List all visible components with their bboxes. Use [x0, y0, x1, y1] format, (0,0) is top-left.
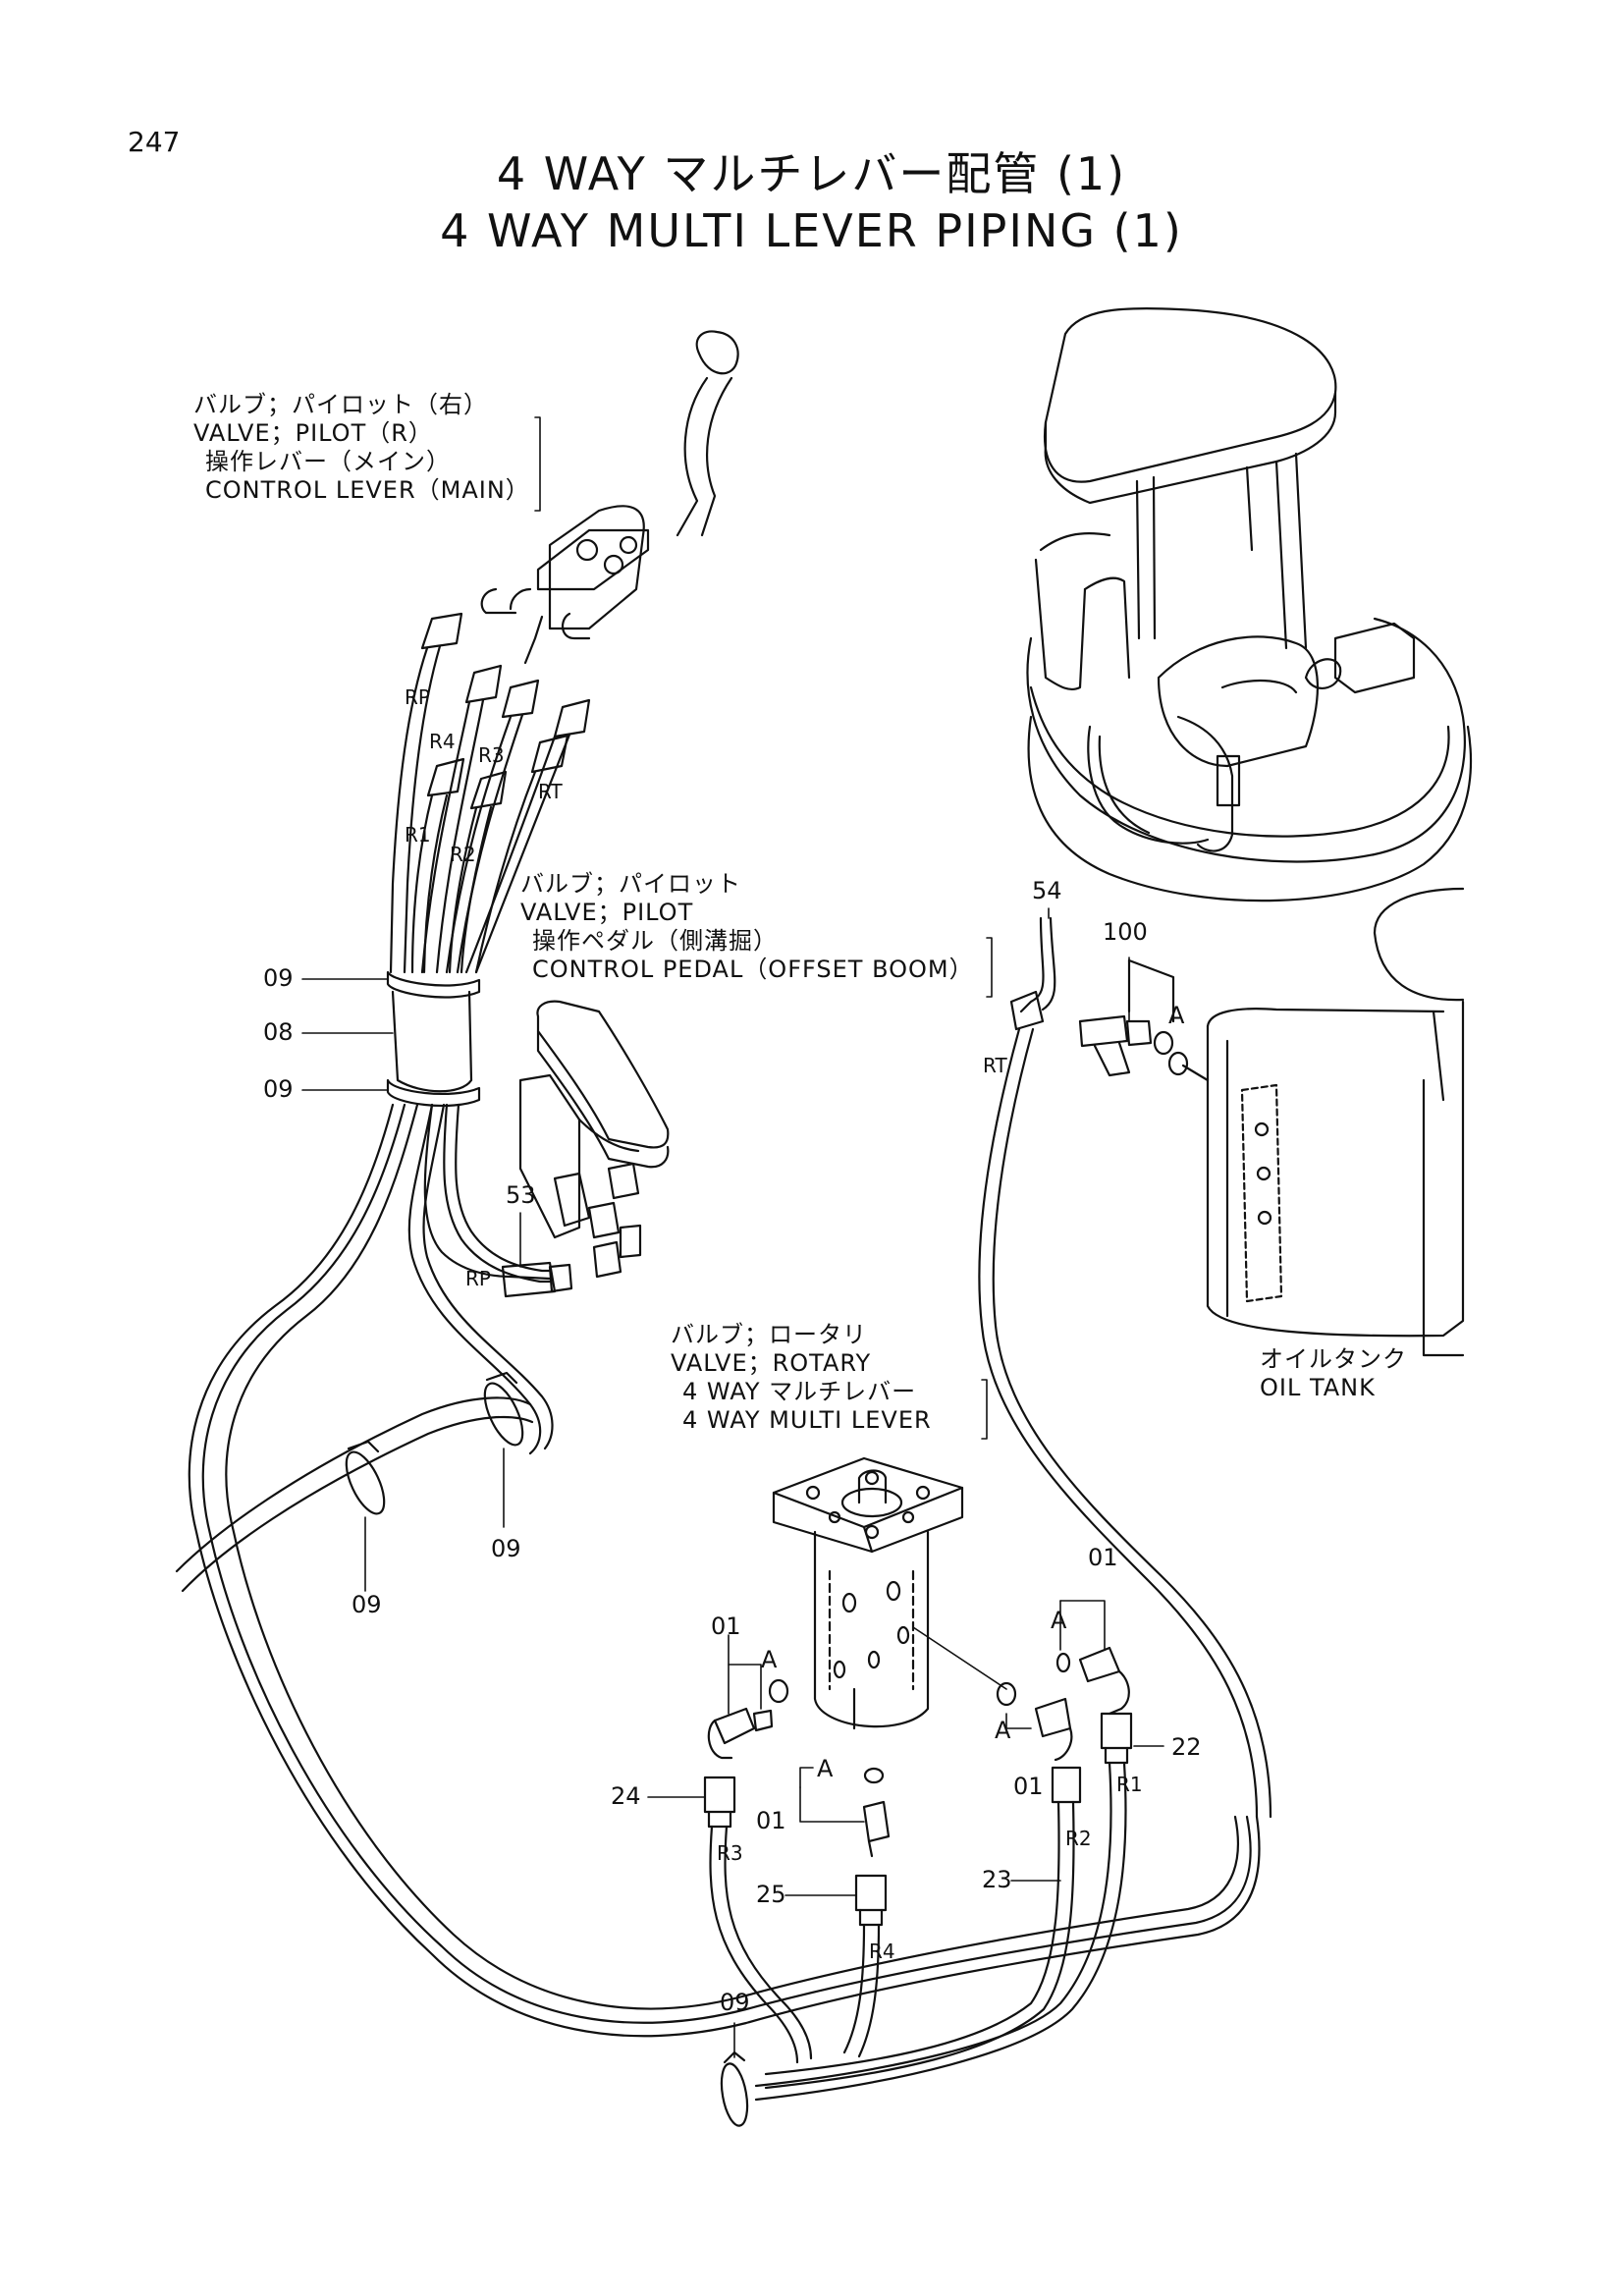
label-rotary-valve: バルブ；ロータリ VALVE；ROTARY 4 WAY マルチレバー 4 WAY…: [671, 1321, 932, 1435]
oil-tank-en: OIL TANK: [1260, 1374, 1376, 1401]
title-japanese: 4 WAY マルチレバー配管 (1): [496, 147, 1127, 200]
port-tag-r2-hose: R2: [1065, 1827, 1092, 1850]
rotary-valve-en: VALVE；ROTARY: [671, 1349, 872, 1377]
control-pedal-illustration: [423, 1000, 670, 1298]
rotary-valve-sub-jp: 4 WAY マルチレバー: [682, 1378, 917, 1405]
label-pilot-valve-pedal: バルブ；パイロット VALVE；PILOT 操作ペダル（側溝掘） CONTROL…: [520, 870, 974, 984]
rt-return-hose: [978, 916, 1272, 1819]
hose-clamps: [175, 1371, 534, 1593]
port-tag-rp-pedal: RP: [465, 1267, 491, 1290]
part-ref-23: 23: [982, 1866, 1012, 1893]
part-ref-a-right-lower: A: [995, 1717, 1011, 1744]
title-block: 4 WAY マルチレバー配管 (1) 4 WAY MULTI LEVER PIP…: [0, 145, 1623, 259]
part-ref-54: 54: [1032, 877, 1062, 904]
part-ref-08: 08: [263, 1018, 294, 1046]
label-oil-tank: オイルタンク OIL TANK: [1260, 1345, 1407, 1402]
part-ref-09-upper: 09: [263, 964, 294, 992]
pilot-valve-right-en: VALVE；PILOT（R）: [193, 419, 433, 447]
pilot-valve-right-sub-jp: 操作レバー（メイン）: [205, 448, 451, 475]
part-ref-a-right: A: [1051, 1607, 1067, 1634]
page-number: 247: [128, 126, 181, 158]
part-ref-09-clamp-left: 09: [352, 1591, 382, 1618]
rotary-valve-sub-en: 4 WAY MULTI LEVER: [682, 1406, 932, 1434]
pilot-valve-pedal-sub-jp: 操作ペダル（側溝掘）: [532, 927, 778, 955]
part-ref-a-tank: A: [1168, 1002, 1185, 1029]
part-ref-09-bottom: 09: [720, 1989, 750, 2016]
part-ref-25: 25: [756, 1881, 786, 1908]
control-lever-illustration: [480, 330, 739, 665]
port-tag-r3-hose: R3: [717, 1841, 743, 1865]
part-ref-a-center: A: [817, 1755, 834, 1782]
pilot-valve-pedal-sub-en: CONTROL PEDAL（OFFSET BOOM）: [532, 956, 974, 983]
port-tag-rt: RT: [538, 780, 563, 803]
part-ref-24: 24: [611, 1782, 641, 1810]
part-ref-53: 53: [506, 1181, 536, 1209]
pilot-valve-pedal-jp: バルブ；パイロット: [520, 870, 741, 898]
hose-bundle: [188, 612, 1261, 2038]
rotary-valve-jp: バルブ；ロータリ: [671, 1321, 867, 1348]
machine-illustration: [1026, 306, 1473, 902]
pilot-valve-right-sub-en: CONTROL LEVER（MAIN）: [205, 476, 530, 504]
part-ref-01-left: 01: [711, 1613, 741, 1640]
port-tag-rt-tank: RT: [983, 1054, 1007, 1077]
port-tag-r3: R3: [478, 743, 505, 767]
part-ref-01-center: 01: [756, 1807, 786, 1834]
oil-tank-jp: オイルタンク: [1260, 1345, 1407, 1373]
rotary-valve-illustration: [772, 1456, 964, 1730]
port-tag-r1-hose: R1: [1116, 1773, 1143, 1796]
part-ref-01-right: 01: [1088, 1544, 1118, 1571]
label-pilot-valve-right: バルブ；パイロット（右） VALVE；PILOT（R） 操作レバー（メイン） C…: [193, 391, 530, 505]
rotary-fittings: [703, 1646, 1133, 2127]
pilot-valve-right-jp: バルブ；パイロット（右）: [193, 391, 488, 418]
port-tag-r4-hose: R4: [869, 1940, 895, 1963]
port-tag-rp: RP: [405, 685, 430, 709]
part-ref-09-lower: 09: [263, 1075, 294, 1103]
part-ref-100: 100: [1103, 918, 1148, 946]
port-tag-r4: R4: [429, 730, 456, 753]
port-tag-r1: R1: [405, 823, 431, 847]
part-ref-a-left: A: [761, 1646, 778, 1673]
leader-lines: [301, 416, 1164, 2058]
title-english: 4 WAY MULTI LEVER PIPING (1): [440, 204, 1183, 257]
pilot-valve-pedal-en: VALVE；PILOT: [520, 899, 694, 926]
part-ref-22: 22: [1171, 1733, 1202, 1761]
part-ref-09-clamp-right: 09: [491, 1535, 521, 1562]
part-ref-01-right-lower: 01: [1013, 1773, 1044, 1800]
port-tag-r2: R2: [450, 843, 476, 866]
oil-tank-illustration: [1206, 887, 1465, 1357]
